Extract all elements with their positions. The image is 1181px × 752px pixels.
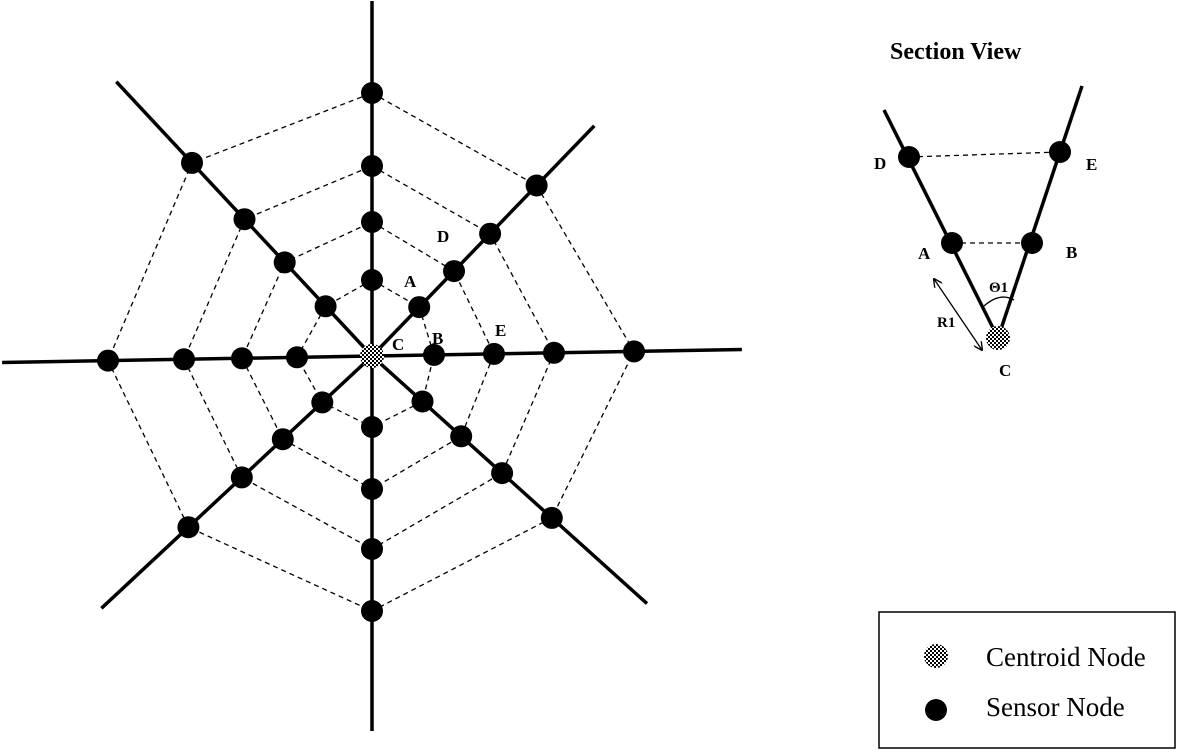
section-label-e: E [1086,155,1097,174]
sensor-node [443,260,465,283]
legend-box [878,611,1176,749]
section-node-e [1049,141,1071,163]
sensor-node [361,211,383,233]
sensor-node [361,269,383,291]
sensor-node [491,462,514,485]
sensor-node [408,296,431,319]
sensor-node [361,538,383,560]
sensor-node [361,155,383,177]
section-view: Section View D E A B C Θ1 R1 [874,39,1097,380]
sensor-node [543,341,565,364]
section-ring-outer [908,151,1061,158]
web-label-c: C [392,335,404,354]
section-node-b [1021,232,1043,254]
sensor-node [361,600,383,622]
filled-circle-icon [925,699,947,721]
sensor-node [173,348,195,371]
sensor-node [479,222,502,245]
sensor-node [540,506,563,529]
legend: Centroid Node Sensor Node [878,611,1176,749]
sensor-node [273,251,296,274]
radius-arrow [934,279,982,350]
sensor-node [411,390,434,413]
sensor-nodes [97,82,645,622]
section-node-d [898,146,920,168]
sensor-node [361,82,383,104]
section-label-b: B [1066,243,1077,262]
section-label-c: C [999,361,1011,380]
sensor-node [230,466,253,489]
section-label-a: A [918,244,931,263]
sensor-node [361,416,383,438]
section-label-theta: Θ1 [989,280,1008,296]
sensor-node [181,151,203,174]
legend-label-sensor: Sensor Node [986,692,1125,722]
sensor-node [450,425,473,448]
section-label-d: D [874,154,886,173]
sensor-node [361,478,383,500]
legend-label-centroid: Centroid Node [986,642,1146,672]
web-label-b: B [432,329,443,348]
sensor-node [311,391,334,414]
web-label-e: E [495,321,506,340]
sensor-node [97,349,119,372]
sensor-node [525,174,548,197]
angle-arc [983,296,1015,307]
web-label-a: A [404,272,417,291]
checkered-circle-icon [924,644,948,668]
section-right-spoke [996,85,1084,339]
spider-web-network: A B C D E [2,1,742,731]
sensor-node [286,346,308,369]
section-view-title: Section View [890,39,1022,65]
section-label-r: R1 [937,315,955,331]
sensor-node [271,428,294,451]
section-centroid [986,326,1010,350]
section-node-a [941,232,963,254]
sensor-node [177,516,200,539]
sensor-node [314,295,337,318]
sensor-node [623,340,645,363]
sensor-node [423,343,445,366]
web-label-d: D [437,227,449,246]
sensor-node [233,208,256,231]
sensor-node [483,342,505,365]
centroid-node [360,344,384,368]
sensor-node [231,347,253,370]
section-left-spoke [882,109,1000,339]
